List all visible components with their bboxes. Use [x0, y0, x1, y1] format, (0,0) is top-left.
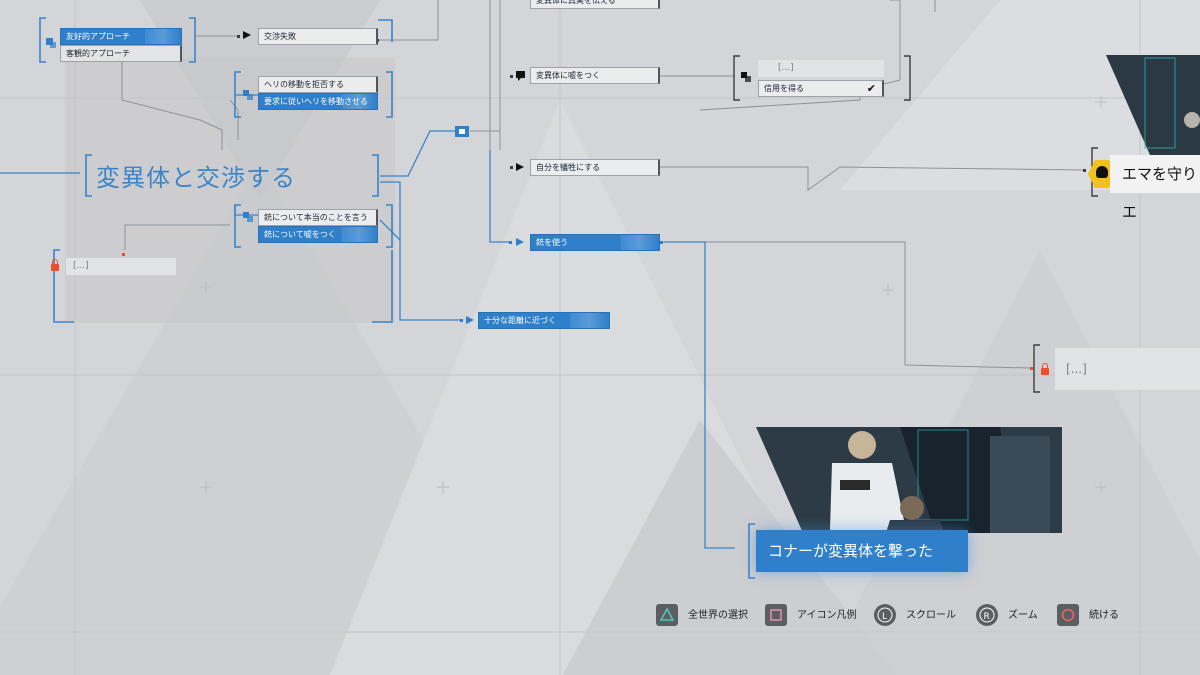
- locked-node-right-label: [...]: [1066, 362, 1087, 376]
- square-icon[interactable]: [765, 604, 787, 626]
- gain-trust-label: 信用を得る: [764, 84, 804, 93]
- node-lie-to-deviant[interactable]: 変異体に嘘をつく: [530, 67, 660, 84]
- locked-node-right[interactable]: [1055, 348, 1200, 390]
- choice-friendly-approach[interactable]: 友好的アプローチ: [60, 28, 182, 45]
- lock-icon: [1041, 363, 1049, 375]
- l-stick-icon[interactable]: L: [874, 604, 896, 626]
- choice-refuse-heli[interactable]: ヘリの移動を拒否する: [258, 76, 378, 93]
- node-negotiation-failed[interactable]: 交渉失敗: [258, 28, 378, 45]
- ending-connor-shot-deviant[interactable]: コナーが変異体を撃った: [756, 530, 968, 572]
- locked-node-left[interactable]: [66, 258, 176, 275]
- circle-icon[interactable]: [1057, 604, 1079, 626]
- control-label-scroll: スクロール: [906, 610, 956, 621]
- choice-truth-gun[interactable]: 銃について本当のことを言う: [258, 209, 378, 226]
- choice-approach-close[interactable]: 十分な距離に近づく: [478, 312, 610, 329]
- svg-text:L: L: [882, 612, 887, 622]
- node-sacrifice-self[interactable]: 自分を犠牲にする: [530, 159, 660, 176]
- control-label-select-world: 全世界の選択: [688, 610, 748, 621]
- node-tell-deviant-truth[interactable]: 変異体に真実を伝える: [530, 0, 660, 9]
- r-stick-icon[interactable]: R: [976, 604, 998, 626]
- locked-node-trust-label: [...]: [778, 63, 794, 73]
- control-label-continue: 続ける: [1089, 610, 1119, 621]
- svg-text:R: R: [984, 612, 990, 622]
- node-use-gun[interactable]: 銃を使う: [530, 234, 660, 251]
- locked-node-left-label: [...]: [73, 261, 89, 271]
- triangle-icon[interactable]: [656, 604, 678, 626]
- node-gain-trust[interactable]: 信用を得る ✔: [758, 80, 884, 97]
- control-label-icon-legend: アイコン凡例: [797, 610, 857, 621]
- choice-lie-gun[interactable]: 銃について嘘をつく: [258, 226, 378, 243]
- choice-objective-approach[interactable]: 客観的アプローチ: [60, 45, 182, 62]
- check-icon: ✔: [866, 82, 876, 95]
- scene-title: 変異体と交渉する: [96, 164, 296, 192]
- lock-icon: [51, 259, 59, 271]
- choice-comply-heli[interactable]: 要求に従いヘリを移動させる: [258, 93, 378, 110]
- ending-emma[interactable]: エマを守りエ: [1110, 155, 1200, 221]
- control-label-zoom: ズーム: [1008, 610, 1038, 621]
- locked-node-trust[interactable]: [758, 60, 884, 77]
